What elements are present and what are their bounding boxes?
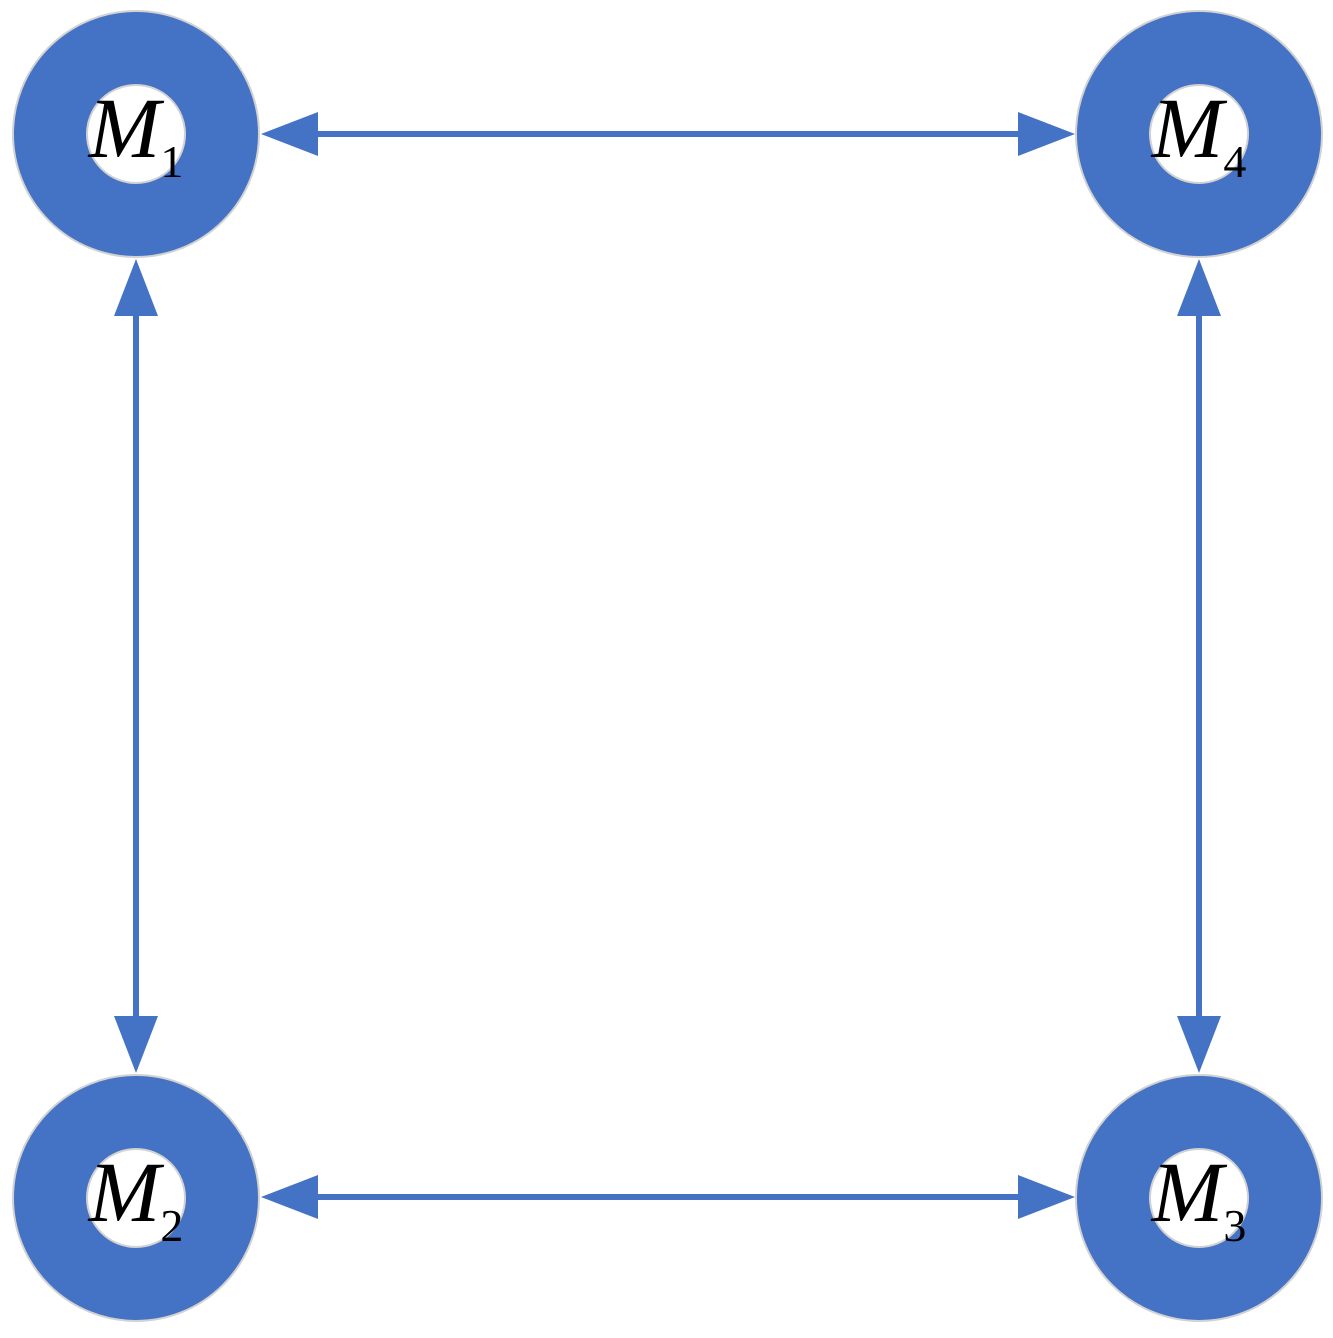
arrowhead-up: [1177, 259, 1221, 316]
edge-m4-m3: [1177, 259, 1221, 1073]
node-label: M4: [1150, 80, 1247, 187]
node-label: M1: [87, 80, 184, 187]
arrowhead-up: [114, 259, 158, 316]
arrowhead-right: [1018, 112, 1075, 156]
arrowhead-right: [1018, 1175, 1075, 1219]
node-m2: M2: [12, 1074, 260, 1322]
node-hole: [86, 84, 186, 184]
arrowhead-down: [114, 1016, 158, 1073]
node-m1: M1: [12, 10, 260, 258]
edge-m2-m3: [261, 1175, 1075, 1219]
arrowhead-down: [1177, 1016, 1221, 1073]
edge-m1-m4: [261, 112, 1075, 156]
node-hole: [1149, 1148, 1249, 1248]
node-label: M2: [87, 1144, 184, 1251]
node-m4: M4: [1075, 10, 1323, 258]
node-m3: M3: [1075, 1074, 1323, 1322]
arrowhead-left: [261, 112, 318, 156]
node-hole: [86, 1148, 186, 1248]
node-label: M3: [1150, 1144, 1247, 1251]
node-hole: [1149, 84, 1249, 184]
edge-m1-m2: [114, 259, 158, 1073]
arrowhead-left: [261, 1175, 318, 1219]
